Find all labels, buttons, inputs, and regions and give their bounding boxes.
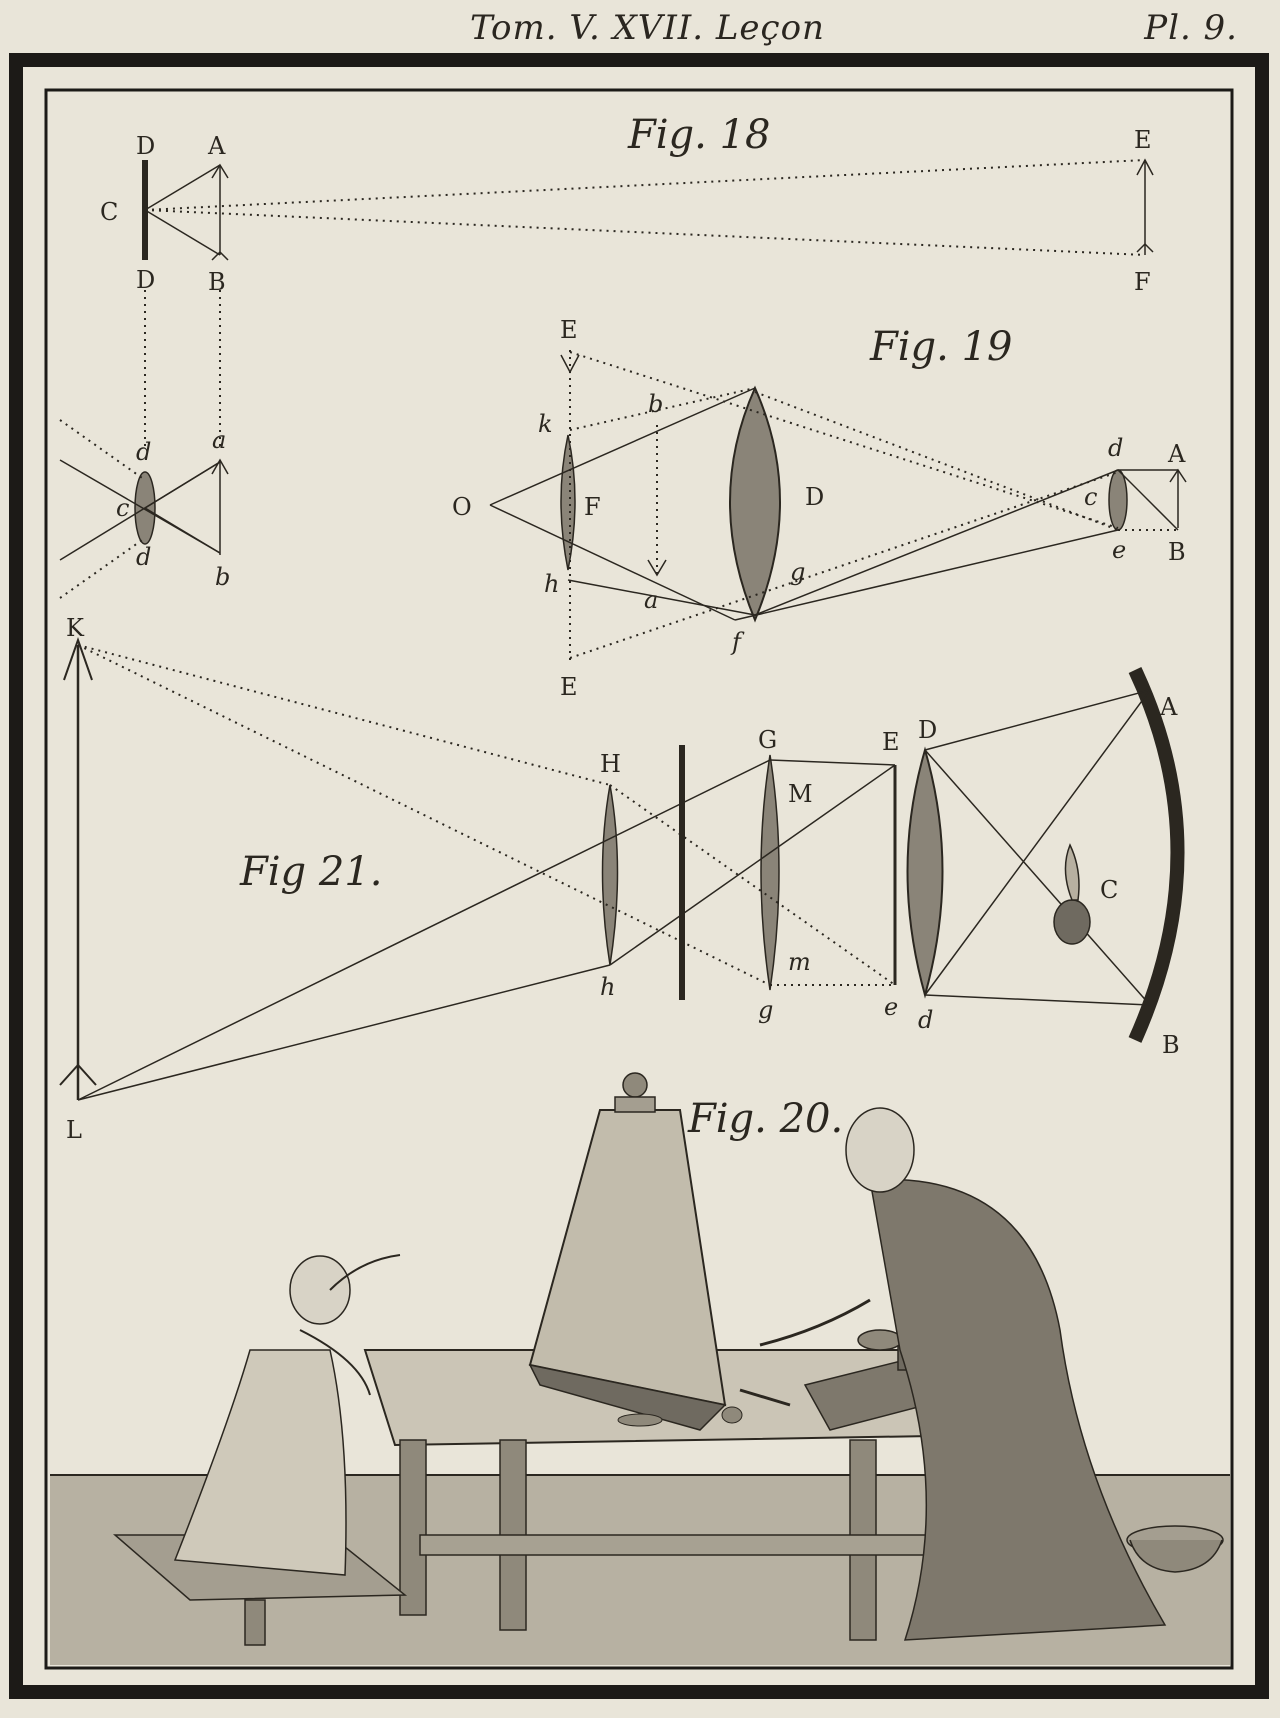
- fig21-label-m: m: [788, 948, 811, 976]
- fig18-label-d-bottom: d: [136, 543, 151, 571]
- fig18-label-d-top: d: [136, 438, 151, 466]
- inner-border: [44, 88, 1234, 1670]
- fig21-label-E: E: [882, 728, 900, 756]
- fig21-title: Fig 21.: [239, 849, 382, 895]
- fig19-label-f: f: [730, 628, 745, 656]
- fig21-label-d: d: [918, 1006, 933, 1034]
- fig19-label-B: B: [1168, 538, 1186, 566]
- fig18-diagram: [59, 158, 1154, 599]
- fig18-label-D-top: D: [136, 132, 155, 160]
- fig19-label-O: O: [452, 493, 472, 521]
- fig19-label-d: d: [1108, 434, 1123, 462]
- fig18-label-A: A: [207, 132, 226, 160]
- fig21-label-D: D: [918, 716, 937, 744]
- fig20-title: Fig. 20.: [687, 1096, 843, 1142]
- fig21-label-H: H: [600, 750, 621, 778]
- fig19-label-g: g: [790, 558, 805, 586]
- fig19-label-c: c: [1084, 483, 1097, 511]
- fig18-label-c: c: [116, 494, 129, 522]
- outer-border: [9, 53, 1269, 1699]
- fig18-label-F: F: [1134, 268, 1151, 296]
- fig19-label-h: h: [544, 570, 559, 598]
- fig18-label-b: b: [215, 563, 230, 591]
- fig18-label-D-bottom: D: [136, 266, 155, 294]
- fig18-label-C: C: [100, 198, 118, 226]
- man-figure: [869, 1178, 1167, 1641]
- fig18-title: Fig. 18: [627, 112, 770, 158]
- fig21-label-C: C: [1100, 876, 1118, 904]
- pyramid-box: [528, 1109, 727, 1407]
- fig19-label-F: F: [584, 493, 601, 521]
- fig19-label-k: k: [538, 410, 553, 438]
- woman-figure: [173, 1349, 347, 1576]
- fig19-label-e: e: [1112, 536, 1126, 564]
- fig21-label-h: h: [600, 973, 615, 1001]
- fig21-label-A: A: [1159, 693, 1178, 721]
- fig21-label-B: B: [1162, 1031, 1180, 1059]
- fig19-label-E-top: E: [560, 316, 578, 344]
- fig21-label-L: L: [66, 1116, 82, 1144]
- lamp-icon: [1053, 899, 1091, 945]
- fig18-label-B: B: [208, 268, 226, 296]
- fig19-label-E-bottom: E: [560, 673, 578, 701]
- fig19-diagram: [489, 350, 1187, 660]
- fig21-label-G: G: [758, 726, 777, 754]
- fig18-label-a: a: [212, 426, 226, 454]
- fig21-label-K: K: [66, 614, 85, 642]
- fig19-label-a: a: [644, 586, 658, 614]
- header-title: Tom. V. XVII. Leçon: [470, 8, 825, 48]
- fig21-diagram: [59, 636, 1185, 1101]
- fig21-label-g: g: [758, 996, 773, 1024]
- fig19-title: Fig. 19: [869, 324, 1012, 370]
- header-plate-number: Pl. 9.: [1144, 8, 1238, 48]
- fig21-label-M: M: [788, 780, 813, 808]
- fig19-label-b: b: [648, 390, 663, 418]
- fig20-scene: [50, 1072, 1230, 1665]
- fig19-label-D: D: [805, 483, 824, 511]
- fig19-label-A: A: [1167, 440, 1186, 468]
- fig21-label-e: e: [884, 993, 898, 1021]
- fig18-label-E: E: [1134, 126, 1152, 154]
